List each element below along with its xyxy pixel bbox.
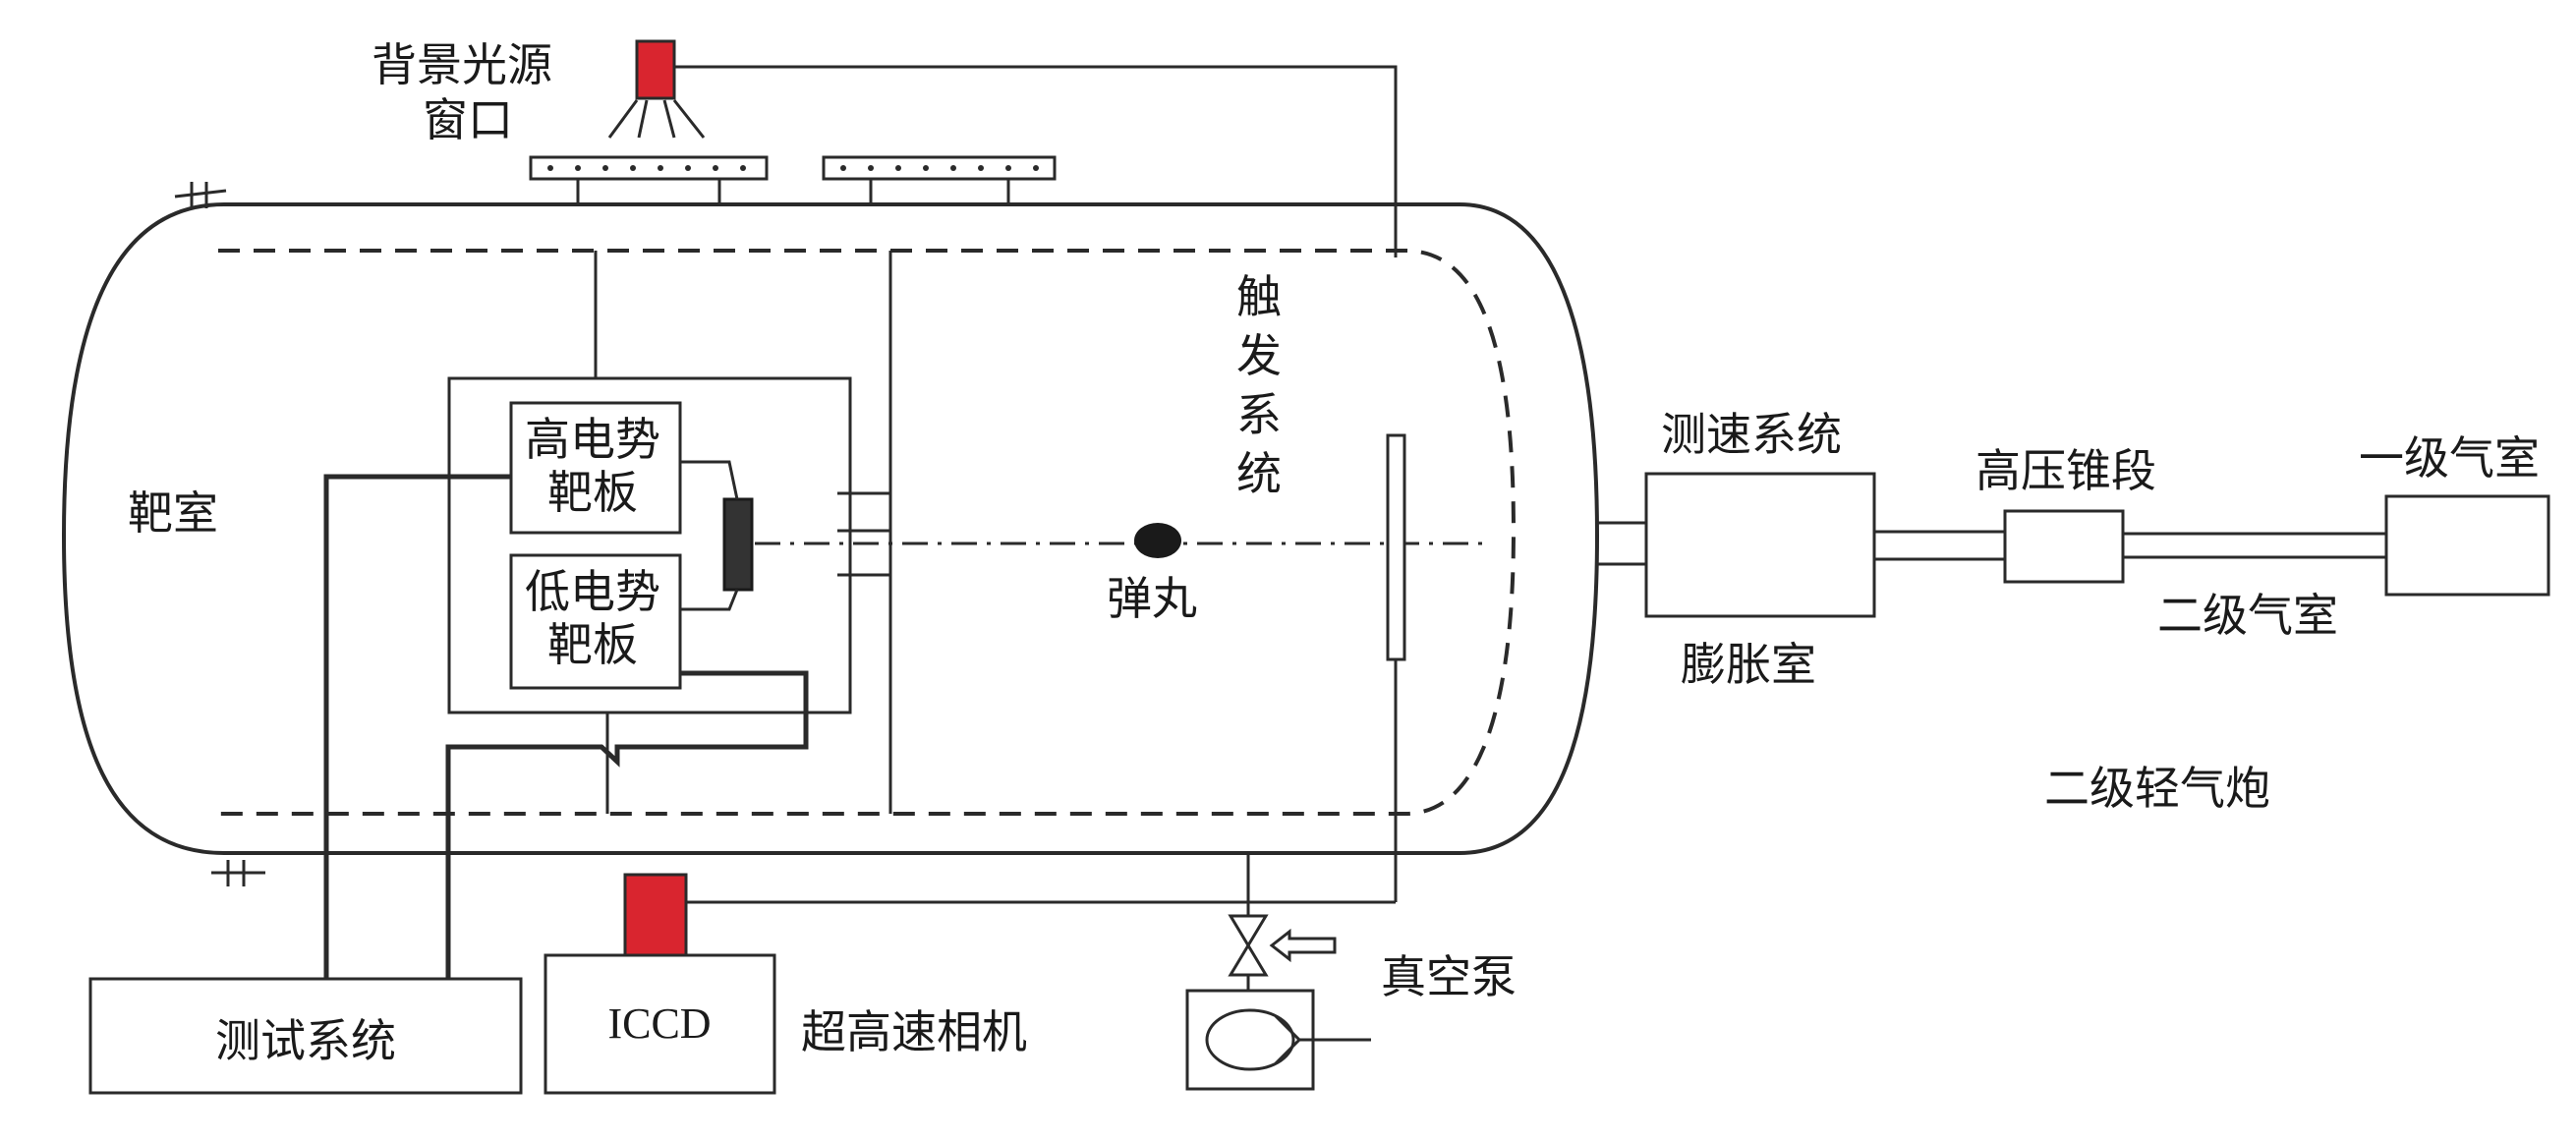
vacuum-pump-label: 真空泵 [1381,950,1517,1003]
observation-window-left [529,155,769,204]
background-light-window-label-2: 窗口 [423,93,513,146]
high-pressure-cone-label: 高压锥段 [1975,444,2156,497]
window-rivets [840,165,1039,171]
background-light-window-label-1: 背景光源 [372,38,552,91]
vacuum-pump [1185,989,1371,1091]
expansion-chamber-box [1644,472,1876,618]
observation-window-right [822,155,1057,204]
trigger-system-char-1: 触 [1236,270,1282,323]
target-chamber-vessel [61,182,1600,886]
ultra-high-speed-camera-label: 超高速相机 [801,1005,1027,1058]
high-potential-target-label-2: 靶板 [547,466,638,519]
test-wire-low [445,670,809,978]
projectile-label: 弹丸 [1107,572,1197,625]
high-pressure-cone-box [2003,509,2125,584]
test-wire-high [323,474,511,978]
iccd-label: ICCD [607,999,711,1048]
target-assembly-frame [447,251,892,814]
trigger-system-char-3: 系 [1236,388,1282,441]
gun-assembly [1595,472,2550,618]
vacuum-valve [1228,853,1337,991]
target-chamber-label: 靶室 [128,486,218,540]
trigger-system-char-4: 统 [1236,447,1282,500]
trigger-plate [1386,433,1406,661]
velocity-measurement-label: 测速系统 [1661,408,1842,461]
inner-liner [218,249,1517,816]
background-light-source [607,39,706,139]
flange-mark-top [174,182,227,208]
iccd-camera: ICCD [544,873,776,1095]
window-rivets [547,165,746,171]
expansion-chamber-label: 膨胀室 [1681,638,1816,691]
test-system-label: 测试系统 [215,1014,396,1067]
light-trigger-wire [674,65,1398,257]
flange-mark-bottom [211,860,265,886]
second-stage-chamber-label: 二级气室 [2157,589,2338,642]
two-stage-light-gas-gun-label: 二级轻气炮 [2044,762,2270,815]
first-stage-chamber-box [2384,494,2550,597]
target-block [722,497,754,592]
low-potential-target-label-1: 低电势 [525,565,660,618]
trigger-system-char-2: 发 [1236,329,1282,382]
low-potential-target-plate [509,553,682,690]
high-potential-target-label-1: 高电势 [525,413,660,466]
high-potential-target-plate [509,401,682,535]
first-stage-chamber-label: 一级气室 [2359,431,2540,485]
projectile-icon [1134,523,1181,558]
test-system-box: 测试系统 [88,977,523,1095]
low-potential-target-label-2: 靶板 [547,618,638,671]
